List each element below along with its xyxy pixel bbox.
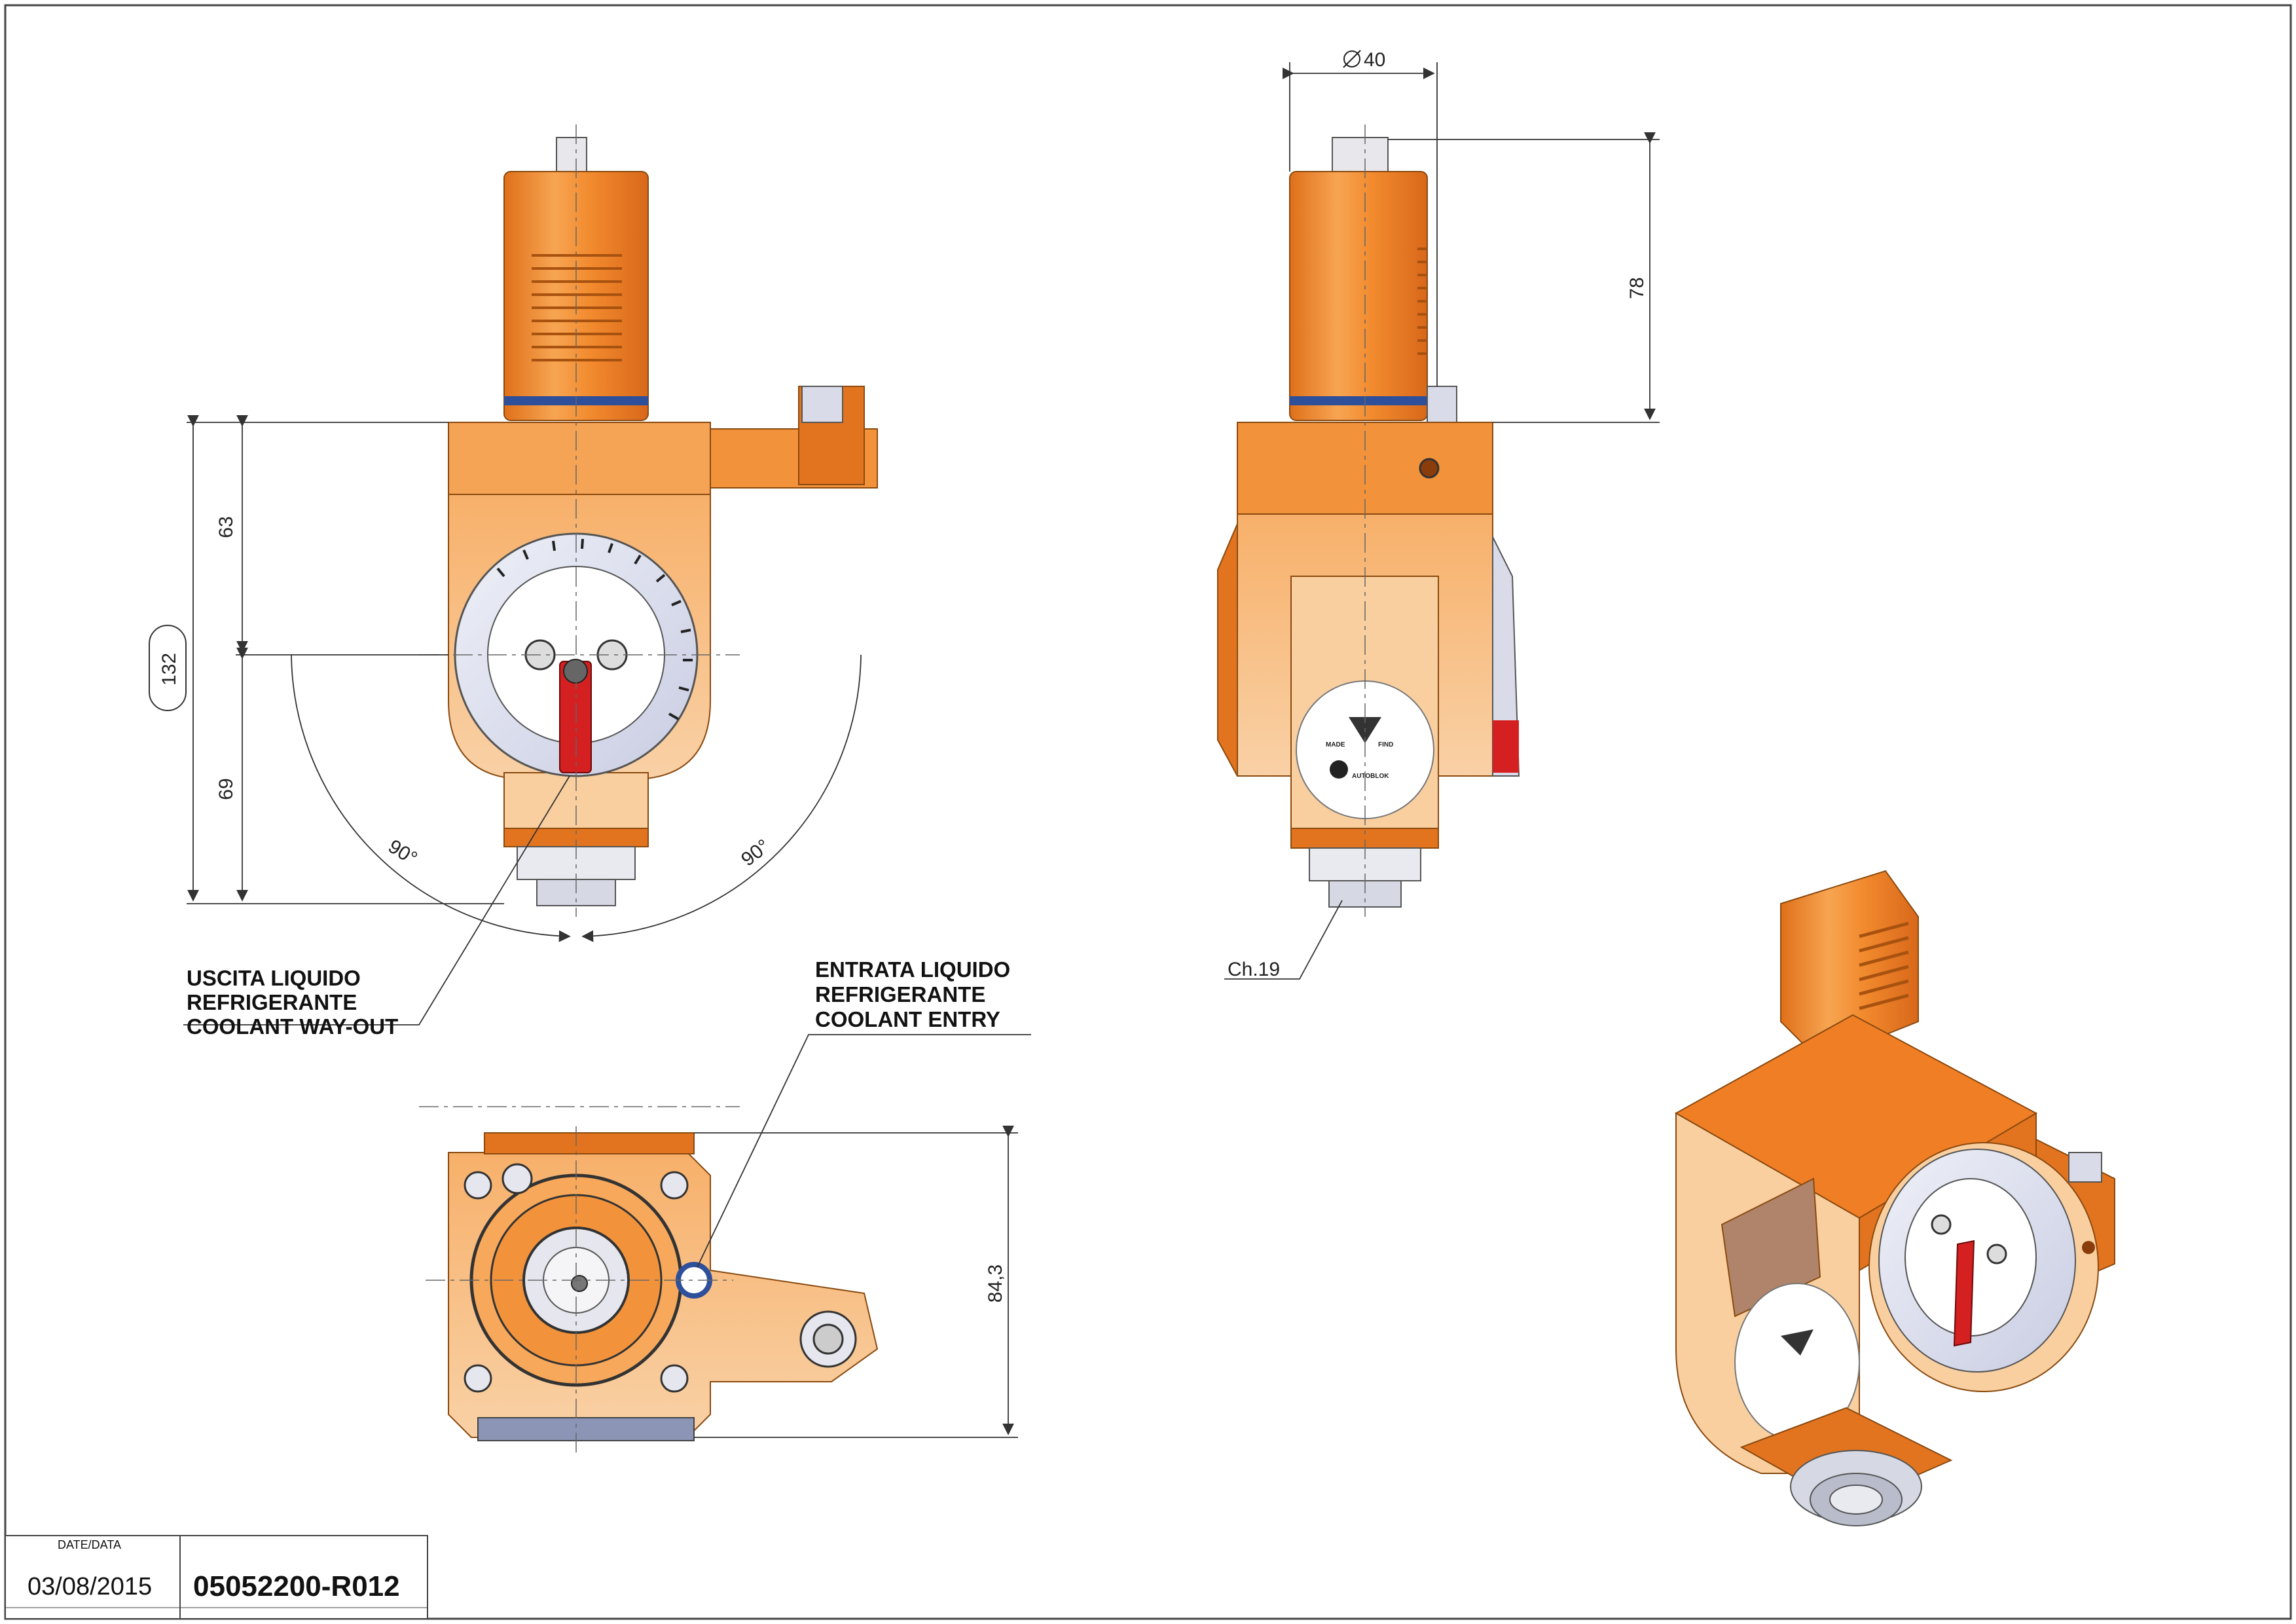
side-view: MADE FIND AUTOBLOK (1217, 124, 1520, 917)
outlet-note-line3: COOLANT WAY-OUT (187, 1014, 398, 1039)
drawing-code: 05052200-R012 (193, 1570, 400, 1602)
front-dimensions (183, 415, 862, 1025)
inlet-note-line2: REFRIGERANTE (815, 982, 985, 1006)
outlet-note-line1: USCITA LIQUIDO (187, 966, 361, 990)
logo-line1: MADE (1326, 741, 1345, 748)
dim-lower-height: 69 (215, 778, 237, 800)
dim-diameter: 40 (1364, 49, 1385, 71)
inlet-note-line1: ENTRATA LIQUIDO (815, 957, 1010, 982)
dim-bottom-depth: 84,3 (985, 1264, 1006, 1302)
front-view (419, 124, 878, 1107)
dim-chamfer: Ch.19 (1228, 959, 1280, 980)
title-block (5, 1535, 428, 1619)
outlet-note-line2: REFRIGERANTE (187, 990, 357, 1014)
bottom-view (426, 1126, 879, 1454)
logo-line3: AUTOBLOK (1352, 773, 1389, 780)
sheet-border (4, 4, 2292, 1620)
dim-angle-right: 90° (737, 836, 774, 871)
bottom-dimensions (694, 1034, 1031, 1438)
dim-upper-height: 63 (215, 516, 237, 538)
isometric-view (1674, 870, 2115, 1526)
logo-line2: FIND (1378, 741, 1393, 748)
inlet-note-line3: COOLANT ENTRY (815, 1007, 1000, 1031)
date-value: 03/08/2015 (27, 1573, 152, 1600)
dim-angle-left: 90° (384, 836, 421, 870)
side-dimensions (1224, 62, 1660, 980)
dim-height-top: 78 (1626, 277, 1648, 299)
dim-total-height: 132 (158, 653, 180, 686)
date-label: DATE/DATA (58, 1538, 121, 1551)
